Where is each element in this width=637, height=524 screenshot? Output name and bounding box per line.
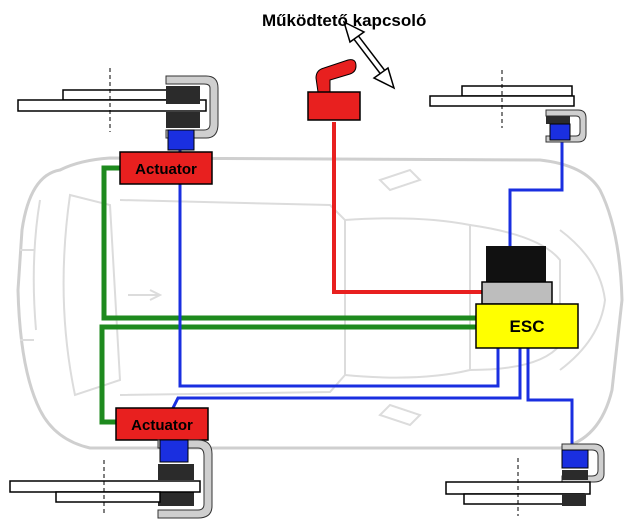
actuator-front-left bbox=[119, 151, 213, 185]
esc-module bbox=[475, 303, 579, 349]
brake-pad bbox=[546, 116, 570, 124]
sensor-line-front-right bbox=[508, 140, 564, 246]
hydraulic-line-front-left bbox=[101, 165, 476, 321]
hydraulic-line-rear-left bbox=[99, 324, 476, 425]
wheel-rim bbox=[9, 480, 201, 493]
esc-connector bbox=[486, 246, 546, 284]
wheel-speed-sensor bbox=[561, 449, 589, 469]
wheel-assembly-rear-left: Actuator bbox=[9, 407, 213, 519]
switch-signal-line bbox=[332, 122, 486, 294]
esc-label: ESC bbox=[510, 317, 545, 336]
brake-disc bbox=[55, 491, 161, 503]
wheel-speed-sensor bbox=[549, 123, 571, 141]
wheel-assembly-front-right bbox=[429, 70, 587, 143]
wheel-speed-sensor bbox=[159, 439, 189, 463]
wheel-assembly-rear-right bbox=[445, 443, 605, 516]
actuator-label: Actuator bbox=[131, 417, 193, 434]
wheel-assembly-front-left: Actuator bbox=[17, 68, 219, 185]
operating-switch bbox=[307, 59, 361, 121]
switch-base bbox=[307, 91, 361, 121]
brake-disc bbox=[461, 85, 573, 97]
sensor-line-rear-right bbox=[526, 348, 574, 448]
double-arrow-icon bbox=[342, 20, 396, 90]
sensor-lines bbox=[170, 140, 574, 448]
brake-pad bbox=[158, 464, 194, 480]
brake-pad bbox=[166, 112, 200, 128]
brake-disc bbox=[62, 89, 168, 101]
switch-lever bbox=[315, 59, 357, 93]
brake-pad bbox=[166, 86, 200, 104]
hydraulic-lines bbox=[99, 165, 476, 425]
operating-switch-label: Működtető kapcsoló bbox=[262, 11, 426, 30]
sensor-line-front-left bbox=[178, 148, 500, 388]
esc-unit: ESC bbox=[475, 246, 579, 349]
brake-pad bbox=[158, 490, 194, 506]
wheel-speed-sensor bbox=[167, 129, 195, 151]
esc-pump-block bbox=[481, 281, 553, 305]
actuator-label: Actuator bbox=[135, 161, 197, 178]
wheel-rim bbox=[17, 99, 207, 112]
brake-pad bbox=[562, 494, 586, 506]
brake-pad bbox=[562, 470, 588, 480]
